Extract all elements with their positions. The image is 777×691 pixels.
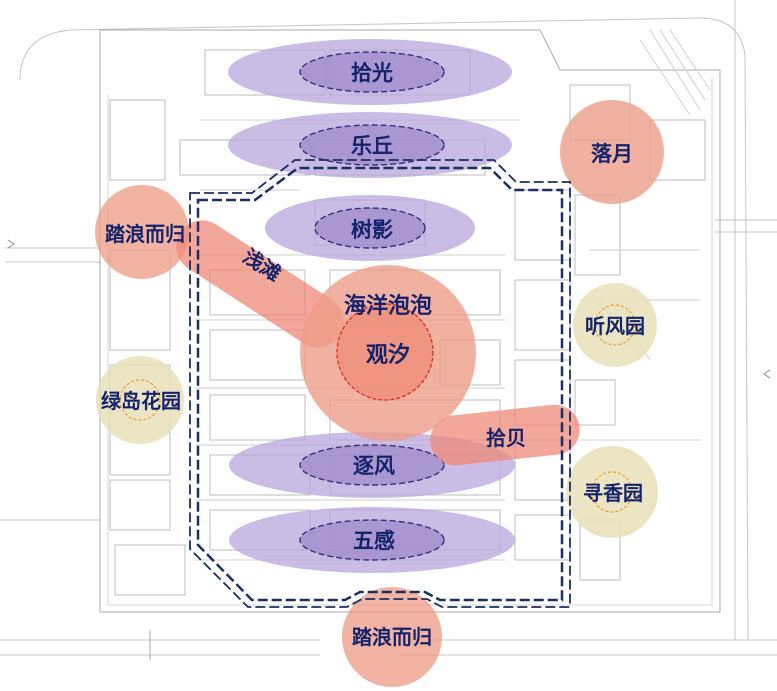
label-xunxiangyuan: 寻香园	[583, 481, 643, 505]
label-wugan: 五感	[353, 529, 395, 553]
label-talang-ergui-west: 踏浪而归	[105, 222, 185, 246]
label-lvdao-huayuan: 绿岛花园	[101, 389, 181, 413]
purple-bands	[228, 39, 515, 573]
label-luoyue: 落月	[591, 142, 633, 166]
dashed-loop-path	[189, 159, 571, 608]
label-shuying: 树影	[351, 218, 393, 242]
coral-diagonal-bands	[176, 220, 580, 466]
label-tinfengyuan: 听风园	[585, 314, 645, 338]
label-guanxi: 观汐	[366, 342, 410, 368]
khaki-zones	[96, 283, 658, 538]
coral-zones	[95, 100, 664, 687]
label-leqiu: 乐丘	[351, 134, 393, 158]
label-talang-ergui-south: 踏浪而归	[352, 625, 432, 649]
zone-labels: 拾光 乐丘 树影 浅滩 海洋泡泡 观汐 拾贝 逐风 五感 落月 听风园 寻香园 …	[101, 61, 645, 649]
label-haiyang-paopao: 海洋泡泡	[344, 293, 432, 319]
label-zhufeng: 逐风	[353, 454, 395, 478]
central-bubble	[300, 265, 476, 441]
label-shibei: 拾贝	[486, 426, 526, 450]
label-shiguang: 拾光	[351, 61, 393, 85]
